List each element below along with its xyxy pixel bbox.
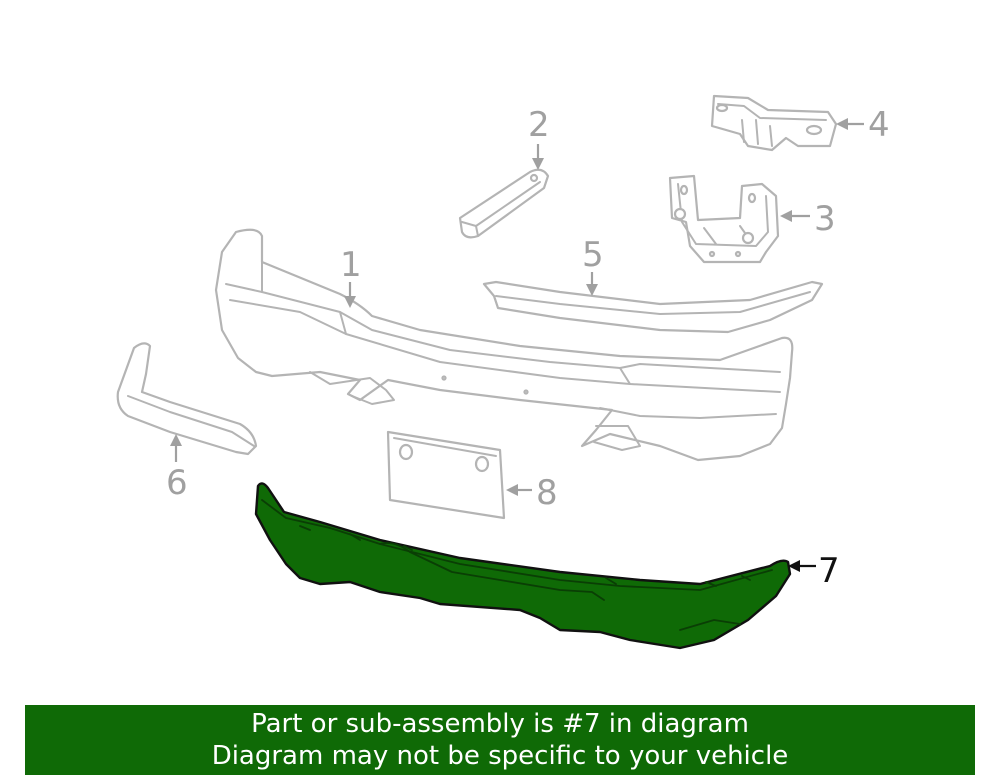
banner-line-1: Part or sub-assembly is #7 in diagram [251,709,749,739]
part-1-bumper[interactable] [214,228,794,462]
callout-1: 1 [340,245,362,308]
part-8-plate-bracket[interactable] [386,430,506,520]
callout-label: 5 [582,235,604,275]
info-banner: Part or sub-assembly is #7 in diagram Di… [25,705,975,775]
part-6-molding[interactable] [116,342,258,456]
callout-4: 4 [836,105,890,145]
parts-diagram: 1 2 3 4 5 6 7 8 [116,94,890,650]
callout-label: 1 [340,245,362,285]
callout-6: 6 [166,434,188,503]
part-2-bar[interactable] [458,168,550,239]
callout-label: 4 [868,105,890,145]
callout-label: 8 [536,473,558,513]
part-4-bracket[interactable] [710,94,838,152]
part-7-valance[interactable] [254,482,792,650]
callout-3: 3 [780,199,836,239]
callout-label: 2 [528,105,550,145]
callout-label: 3 [814,199,836,239]
callout-label: 6 [166,463,188,503]
callout-label: 7 [818,551,840,591]
part-3-bracket[interactable] [668,174,780,264]
callout-5: 5 [582,235,604,296]
banner-line-2: Diagram may not be specific to your vehi… [211,741,789,771]
callout-7: 7 [788,551,840,591]
callout-8: 8 [506,473,558,513]
callout-2: 2 [528,105,550,170]
part-5-reinforcement[interactable] [482,280,824,334]
